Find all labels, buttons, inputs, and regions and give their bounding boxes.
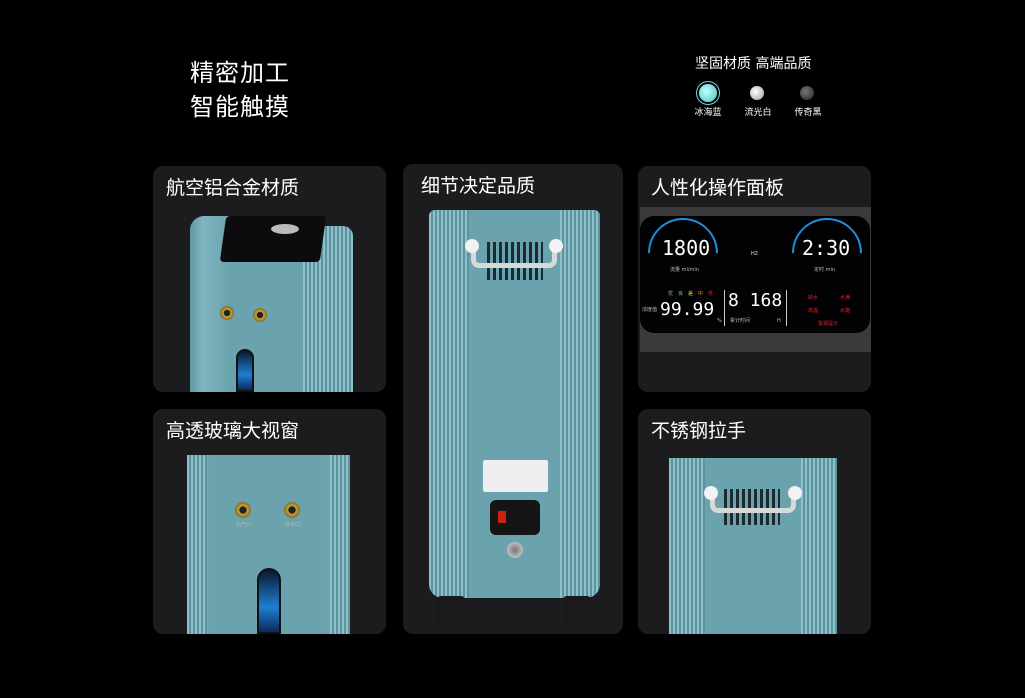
card-title: 细节决定品质 xyxy=(421,175,536,197)
color-label-black: 传奇黑 xyxy=(794,108,822,118)
card-title: 航空铝合金材质 xyxy=(166,177,300,199)
timer-value: 2:30 xyxy=(802,236,851,260)
touch-display[interactable]: 1800 流量 ml/min 2:30 定时 min H2 优 良 差 中 低 … xyxy=(638,203,871,333)
device-ribs-right xyxy=(330,455,350,634)
total-time-label: 累计时间 xyxy=(730,318,751,324)
vent-grill xyxy=(487,242,543,280)
status-water-full: 水满 xyxy=(840,295,851,301)
glass-window xyxy=(257,568,281,634)
status-high-temp: 高温 xyxy=(808,308,819,314)
headline-line-2: 智能触摸 xyxy=(190,93,290,121)
color-label-white: 流光白 xyxy=(744,108,772,118)
handle-mount-right xyxy=(788,486,802,500)
divider xyxy=(786,290,787,326)
status-tank: 水箱 xyxy=(840,308,851,314)
handle-mount-left xyxy=(704,486,718,500)
flow-unit: 流量 ml/min xyxy=(670,267,699,273)
purity-value: 99.99 xyxy=(660,299,715,320)
color-swatch-black[interactable] xyxy=(800,86,814,100)
headline: 精密加工 智能触摸 xyxy=(190,56,290,124)
level-3: 差 xyxy=(688,291,694,297)
card-window: 高透玻璃大视窗 出气口 补水口 xyxy=(153,409,386,634)
color-section-title: 坚固材质 高端品质 xyxy=(695,56,812,72)
card-title: 人性化操作面板 xyxy=(651,177,785,199)
wheel-right xyxy=(563,596,591,626)
steel-handle[interactable] xyxy=(710,493,796,513)
card-aluminum: 航空铝合金材质 xyxy=(153,166,386,392)
outlet-port xyxy=(220,306,234,320)
device-ribs-right xyxy=(560,210,600,598)
power-switch[interactable] xyxy=(498,511,506,523)
flow-value: 1800 xyxy=(662,236,711,260)
refill-label: 补水口 xyxy=(285,522,301,528)
card-handle: 不锈钢拉手 xyxy=(638,409,871,634)
alarm-indicator: 警报提示 xyxy=(818,321,839,327)
device-ribs-left xyxy=(669,458,705,634)
outlet-label: 出气口 xyxy=(236,522,252,528)
vent-grill xyxy=(724,489,780,525)
timer-unit: 定时 min xyxy=(814,267,836,273)
steel-handle[interactable] xyxy=(471,248,557,268)
level-2: 良 xyxy=(678,291,684,297)
glass-window xyxy=(236,349,254,392)
card-detail: 细节决定品质 xyxy=(403,164,623,634)
outlet-port xyxy=(235,502,251,518)
handle-mount-right xyxy=(549,239,563,253)
refill-port xyxy=(253,308,267,322)
purity-label: 浓度值 xyxy=(642,307,658,313)
card-title: 不锈钢拉手 xyxy=(651,420,747,442)
handle-mount-left xyxy=(465,239,479,253)
refill-port xyxy=(284,502,300,518)
level-5: 低 xyxy=(708,291,714,297)
color-swatch-white[interactable] xyxy=(750,86,764,100)
h2-label: H2 xyxy=(751,251,758,257)
total-time-value: 8 168 xyxy=(728,290,783,311)
control-panel-top xyxy=(219,216,327,262)
divider xyxy=(724,290,725,326)
card-panel: 人性化操作面板 1800 流量 ml/min 2:30 定时 min H2 优 … xyxy=(638,166,871,392)
device-ribs-left xyxy=(429,210,469,598)
total-time-unit: H xyxy=(777,318,781,324)
level-1: 优 xyxy=(668,291,674,297)
headline-line-1: 精密加工 xyxy=(190,59,290,87)
purity-unit: % xyxy=(717,318,722,324)
color-swatch-ice-blue[interactable] xyxy=(699,84,717,102)
level-4: 中 xyxy=(698,291,704,297)
device-ribs-left xyxy=(187,455,207,634)
card-title: 高透玻璃大视窗 xyxy=(166,420,300,442)
panel-button xyxy=(271,224,299,234)
color-label-ice-blue: 冰海蓝 xyxy=(694,108,722,118)
wheel-left xyxy=(437,596,465,626)
status-low-water: 缺水 xyxy=(808,295,819,301)
spec-label-sticker xyxy=(483,460,548,492)
fuse-cap xyxy=(507,542,523,558)
device-ribs-right xyxy=(801,458,837,634)
